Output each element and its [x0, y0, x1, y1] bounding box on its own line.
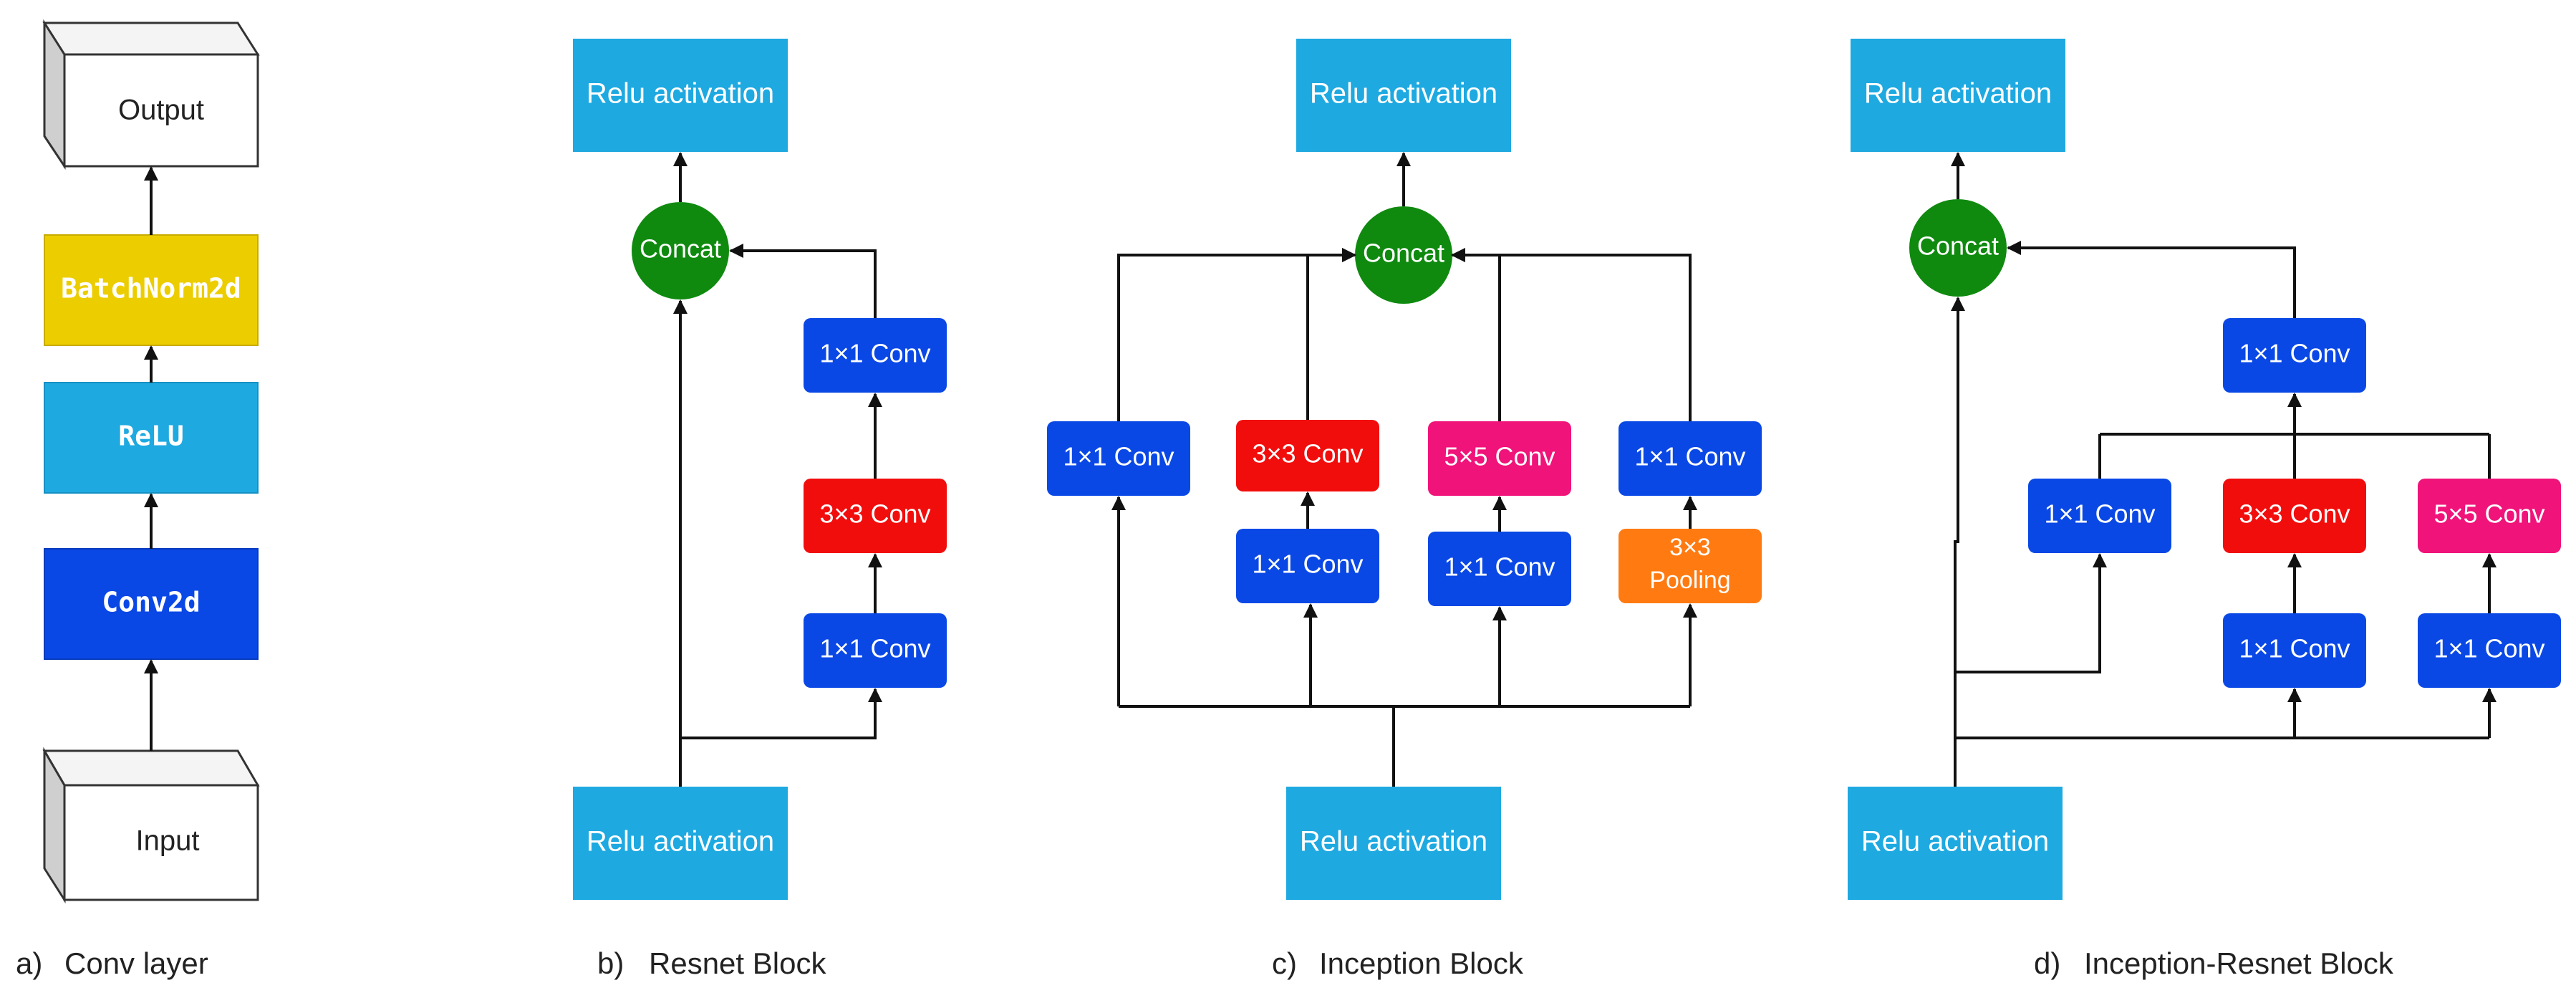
edge-branch2-concat — [1306, 248, 1356, 420]
branch1-conv-1x1-box — [2028, 479, 2171, 553]
relu-activation-bottom-label: Relu activation — [587, 826, 774, 858]
edge-branch1-concat — [1117, 248, 1356, 421]
concat-label: Concat — [640, 234, 721, 264]
relu-activation-top-label: Relu activation — [1310, 78, 1497, 110]
branch4-conv-1x1-label: 1×1 Conv — [1634, 442, 1745, 471]
branch4-pooling-label-line2: Pooling — [1649, 567, 1730, 594]
caption-d-letter: d) — [2034, 946, 2060, 980]
branch3-conv-5x5-box — [1428, 421, 1571, 496]
edge-to-branch1 — [1955, 553, 2107, 673]
branch3-conv-1x1-box — [1428, 532, 1571, 606]
input-cube: Input — [42, 747, 260, 904]
relu-activation-bottom-box — [1286, 787, 1501, 900]
edge-branch4-concat — [1451, 248, 1692, 421]
output-cube: Output — [42, 19, 260, 170]
branch3-conv-1x1-box — [2418, 613, 2561, 688]
caption-c-letter: c) — [1272, 946, 1297, 980]
branch4-conv-1x1-box — [1619, 421, 1762, 496]
concat-node — [1355, 206, 1452, 304]
branch2-conv-1x1-box — [1236, 529, 1379, 603]
caption-a-letter: a) — [16, 946, 42, 980]
edge-conv-concat — [729, 244, 877, 318]
conv2d-layer — [44, 548, 259, 660]
branch4-pooling-box — [1619, 529, 1762, 603]
branch2-conv-3x3-label: 3×3 Conv — [1252, 439, 1363, 469]
concat-label: Concat — [1917, 231, 1999, 261]
relu-activation-bottom-box — [573, 787, 788, 900]
relu-activation-top-label: Relu activation — [1864, 78, 2052, 110]
edge-conv-concat — [2007, 241, 2296, 318]
edge-branch3-concat — [1451, 248, 1501, 421]
conv2d-label: Conv2d — [102, 587, 200, 618]
panel-inception-resnet-block: Relu activation Concat 1×1 Conv 1×1 Conv… — [1848, 39, 2561, 980]
concat-node — [1909, 199, 2007, 297]
edge-skip-connection — [1951, 297, 1965, 787]
caption-d-text: Inception-Resnet Block — [2084, 946, 2394, 980]
branch1-conv-1x1-label: 1×1 Conv — [2044, 499, 2155, 529]
conv-1x1-top-box — [804, 318, 947, 393]
edge-input-conv1 — [680, 688, 882, 739]
caption-a-text: Conv layer — [64, 946, 208, 980]
branch3-conv-5x5-label: 5×5 Conv — [2433, 499, 2544, 529]
caption-c-text: Inception Block — [1319, 946, 1524, 980]
relu-layer — [44, 382, 259, 494]
branch3-conv-5x5-label: 5×5 Conv — [1444, 442, 1555, 471]
branch3-conv-1x1-label: 1×1 Conv — [1444, 552, 1555, 582]
branch2-conv-3x3-box — [2223, 479, 2366, 553]
caption-b-letter: b) — [597, 946, 624, 980]
conv-3x3-label: 3×3 Conv — [819, 499, 930, 529]
conv-1x1-top-label: 1×1 Conv — [819, 339, 930, 368]
branch2-conv-1x1-box — [2223, 613, 2366, 688]
caption-b-text: Resnet Block — [649, 946, 826, 980]
panel-resnet-block: Relu activation Concat 1×1 Conv 3×3 Conv… — [573, 39, 947, 980]
relu-activation-bottom-label: Relu activation — [1861, 826, 2049, 858]
branch2-conv-1x1-label: 1×1 Conv — [1252, 550, 1363, 579]
conv-1x1-bottom-label: 1×1 Conv — [819, 634, 930, 663]
panel-conv-layer: Output BatchNorm2d ReLU Conv2d Input a) … — [16, 19, 260, 980]
relu-activation-top-box — [573, 39, 788, 152]
branch1-conv-1x1-label: 1×1 Conv — [1063, 442, 1174, 471]
branch2-conv-1x1-label: 1×1 Conv — [2239, 634, 2350, 663]
relu-activation-top-label: Relu activation — [587, 78, 774, 110]
panel-inception-block: Relu activation Concat 1×1 Conv 3×3 Conv… — [1047, 39, 1762, 980]
branch4-pooling-label-line1: 3×3 — [1669, 534, 1711, 561]
relu-layer-label: ReLU — [118, 421, 184, 452]
relu-activation-bottom-label: Relu activation — [1300, 826, 1487, 858]
concat-node — [632, 202, 729, 299]
branch3-conv-1x1-label: 1×1 Conv — [2433, 634, 2544, 663]
branch2-conv-3x3-box — [1236, 420, 1379, 491]
relu-activation-top-box — [1296, 39, 1511, 152]
concat-label: Concat — [1363, 239, 1444, 268]
branch3-conv-5x5-box — [2418, 479, 2561, 553]
branch2-conv-3x3-label: 3×3 Conv — [2239, 499, 2350, 529]
relu-activation-top-box — [1851, 39, 2065, 152]
conv-1x1-bottom-box — [804, 613, 947, 688]
merge-conv-1x1-box — [2223, 318, 2366, 393]
relu-activation-bottom-box — [1848, 787, 2063, 900]
branch1-conv-1x1-box — [1047, 421, 1190, 496]
input-label: Input — [136, 825, 200, 857]
merge-conv-1x1-label: 1×1 Conv — [2239, 339, 2350, 368]
batchnorm-label: BatchNorm2d — [61, 273, 241, 304]
conv-3x3-box — [804, 479, 947, 553]
output-label: Output — [118, 95, 204, 126]
